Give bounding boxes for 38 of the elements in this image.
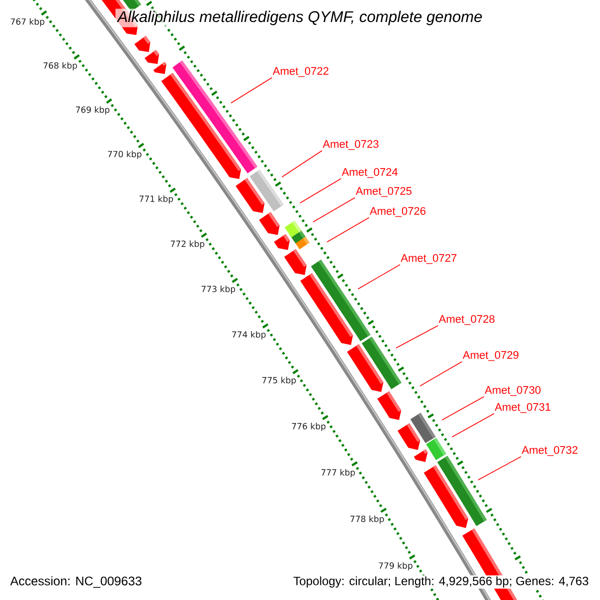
scale-label: 769 kbp (76, 106, 110, 115)
leader-line (282, 150, 322, 178)
leader-line (396, 325, 438, 348)
leader-line (300, 178, 342, 204)
gene-label: Amet_0722 (272, 67, 328, 77)
scale-label: 770 kbp (108, 150, 142, 159)
scale-label: 776 kbp (292, 422, 326, 432)
gene-label: Amet_0728 (438, 315, 494, 325)
scale-label: 771 kbp (140, 195, 174, 204)
leader-line (478, 456, 522, 480)
gene-label: Amet_0730 (484, 386, 541, 396)
gene-label: Amet_0723 (322, 140, 378, 150)
leader-line (442, 396, 484, 420)
scale-label: 774 kbp (232, 331, 266, 340)
gene-label: Amet_0731 (494, 403, 550, 413)
gene-label: Amet_0732 (522, 446, 578, 456)
scale-label: 777 kbp (321, 469, 355, 478)
footer-text: Topology: circular; Length: 4,929,566 bp; Genes: 4,763 (292, 575, 590, 589)
scale-label: 768 kbp (44, 62, 78, 70)
leader-line (312, 197, 356, 222)
leader-line (326, 217, 370, 242)
gene-label: Amet_0725 (356, 187, 412, 197)
scale-label: 772 kbp (170, 240, 204, 249)
scale-label: 773 kbp (202, 286, 236, 294)
scale-label: 779 kbp (378, 562, 412, 570)
gene-label: Amet_0727 (400, 254, 456, 264)
scale-label: 775 kbp (262, 376, 296, 386)
gene-label: Amet_0726 (370, 207, 426, 217)
gene-label: Amet_0729 (462, 351, 518, 361)
title: Alkaliphilus metalliredigens QYMF, complete genome (116, 8, 484, 28)
scale-label: 778 kbp (350, 516, 384, 524)
scale-label: 767 kbp (10, 18, 44, 26)
leader-line (420, 361, 462, 386)
footer-text: Accession: NC_009633 (10, 576, 142, 588)
gene-label: Amet_0724 (342, 168, 398, 178)
leader-line (358, 264, 400, 290)
leader-line (452, 413, 494, 438)
leader-line (230, 77, 272, 104)
